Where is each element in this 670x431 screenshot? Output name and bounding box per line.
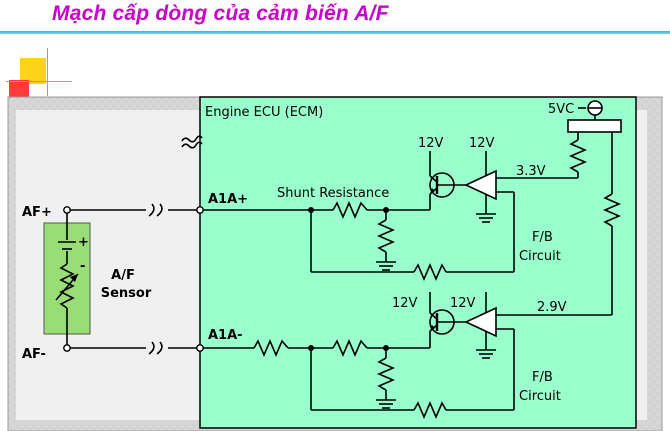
- break-mark: [181, 135, 203, 149]
- bullet-square-yellow: [20, 58, 46, 84]
- divider-resistor: [602, 193, 622, 227]
- shunt-resistor: [332, 200, 368, 220]
- terminal-af-plus-label: AF+: [22, 205, 52, 220]
- sensor-cell-symbol: [55, 210, 79, 348]
- resistor: [376, 219, 396, 253]
- lower-fb-label-line1: F/B: [532, 370, 553, 385]
- sensor-plus-label: +: [78, 235, 89, 250]
- terminal-a1a-plus: [196, 206, 204, 214]
- op-amp: [464, 169, 497, 201]
- terminal-af-minus-label: AF-: [22, 347, 46, 362]
- lower-transistor-voltage: 12V: [392, 296, 418, 311]
- upper-reference-voltage: 3.3V: [516, 164, 546, 179]
- sensor-label-line1: A/F: [111, 268, 135, 283]
- upper-fb-label-line2: Circuit: [519, 249, 561, 264]
- lower-opamp-voltage: 12V: [450, 296, 476, 311]
- bullet-square-red: [9, 80, 29, 100]
- wire-break-mark: [148, 203, 163, 217]
- shunt-resistance-label: Shunt Resistance: [277, 186, 389, 201]
- shunt-resistor: [332, 338, 368, 358]
- upper-fb-label-line1: F/B: [532, 230, 553, 245]
- upper-transistor-voltage: 12V: [418, 136, 444, 151]
- upper-opamp-voltage: 12V: [469, 136, 495, 151]
- divider-resistor: [568, 139, 588, 173]
- bullet-line: [47, 48, 48, 96]
- lower-reference-voltage: 2.9V: [537, 300, 567, 315]
- series-resistor: [253, 338, 289, 358]
- ecu-box: [199, 96, 637, 429]
- feedback-resistor: [413, 262, 447, 282]
- sensor-label-line2: Sensor: [101, 286, 152, 301]
- feedback-resistor: [413, 400, 447, 420]
- bullet-line: [6, 81, 72, 82]
- title-rule: [0, 31, 670, 34]
- supply-5vc-label: 5VC: [548, 102, 574, 117]
- op-amp: [464, 306, 497, 338]
- resistor: [376, 357, 396, 391]
- terminal-a1a-plus-label: A1A+: [208, 192, 248, 207]
- wire-break-mark: [148, 341, 163, 355]
- ecu-label: Engine ECU (ECM): [205, 105, 323, 120]
- terminal-a1a-minus-label: A1A-: [208, 328, 243, 343]
- reference-divider: [567, 100, 622, 315]
- terminal-af-minus: [63, 344, 71, 352]
- sensor-minus-label: -: [80, 259, 85, 274]
- lower-fb-label-line2: Circuit: [519, 389, 561, 404]
- terminal-a1a-minus: [196, 344, 204, 352]
- upper-channel: [203, 151, 578, 282]
- lower-channel: [203, 292, 612, 420]
- slide-title: Mạch cấp dòng của cảm biến A/F: [52, 2, 389, 25]
- terminal-af-plus: [63, 206, 71, 214]
